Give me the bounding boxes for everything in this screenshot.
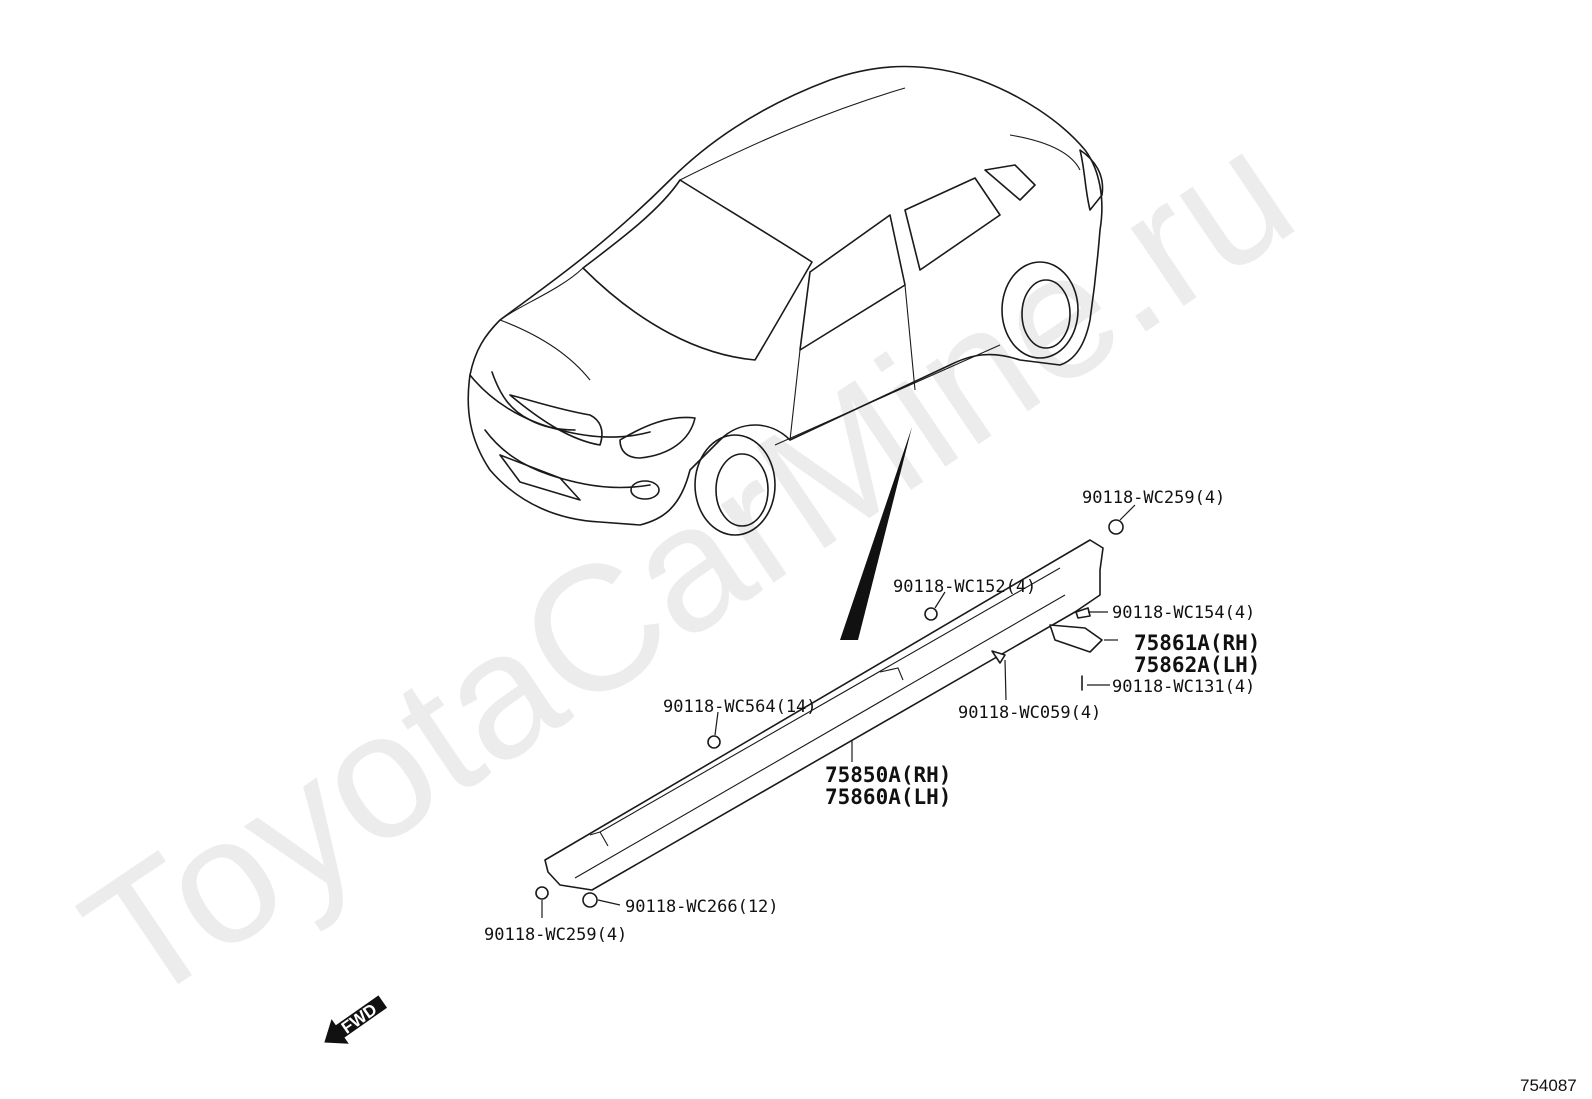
label-90118-wc152: 90118-WC152(4) <box>893 577 1036 597</box>
side-sill-part <box>544 539 1104 891</box>
label-90118-wc059: 90118-WC059(4) <box>958 703 1101 723</box>
clip-icon <box>535 886 549 900</box>
bracket-part <box>1049 624 1103 653</box>
diagram-id: 754087 <box>1520 1076 1577 1095</box>
clip-icon <box>1075 607 1091 619</box>
label-90118-wc564: 90118-WC564(14) <box>663 697 817 717</box>
leader-lines <box>541 504 1136 918</box>
label-90118-wc259-top: 90118-WC259(4) <box>1082 488 1225 508</box>
label-90118-wc154: 90118-WC154(4) <box>1112 603 1255 623</box>
fasteners <box>535 519 1124 908</box>
label-90118-wc266: 90118-WC266(12) <box>625 897 779 917</box>
clip-icon <box>1108 519 1124 535</box>
label-90118-wc131: 90118-WC131(4) <box>1112 677 1255 697</box>
screw-icon <box>991 650 1006 664</box>
pointer-wedge <box>840 427 912 640</box>
label-90118-wc259-bottom: 90118-WC259(4) <box>484 925 627 945</box>
clip-icon <box>582 892 598 908</box>
clip-icon <box>707 735 721 749</box>
car-illustration <box>467 65 1104 536</box>
fwd-arrow-icon: FWD <box>324 995 388 1044</box>
label-75850a: 75850A(RH) <box>825 763 951 787</box>
clip-icon <box>924 607 938 621</box>
label-75862a: 75862A(LH) <box>1134 653 1260 677</box>
label-75861a: 75861A(RH) <box>1134 631 1260 655</box>
label-75860a: 75860A(LH) <box>825 785 951 809</box>
